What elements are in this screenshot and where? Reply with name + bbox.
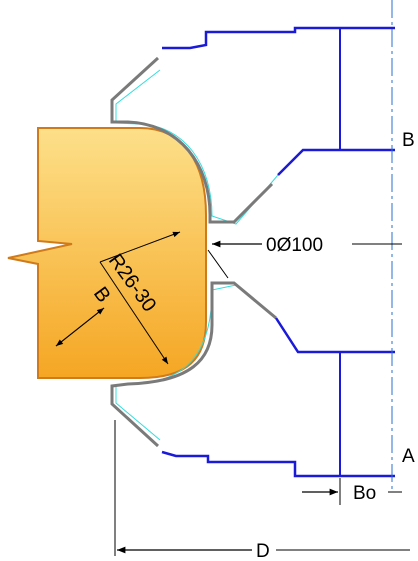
diameter-label: 0Ø100 (266, 235, 323, 256)
bo-label: Bo (353, 483, 376, 504)
radius-dimension-arrow-2 (99, 261, 169, 365)
b-right-label: B (402, 130, 415, 151)
b-dimension-line-2 (55, 307, 105, 347)
d-label: D (256, 541, 270, 561)
radius-dimension-arrow (99, 231, 181, 263)
taper-guide-line (207, 249, 229, 279)
cutter-cutting-edge-lower (110, 281, 277, 448)
cutter-body-bottom (161, 317, 395, 478)
workpiece-profile (7, 127, 207, 379)
cutter-cutting-edge (110, 56, 274, 224)
cutter-body-top (162, 26, 395, 176)
a-right-label: A (402, 446, 415, 467)
